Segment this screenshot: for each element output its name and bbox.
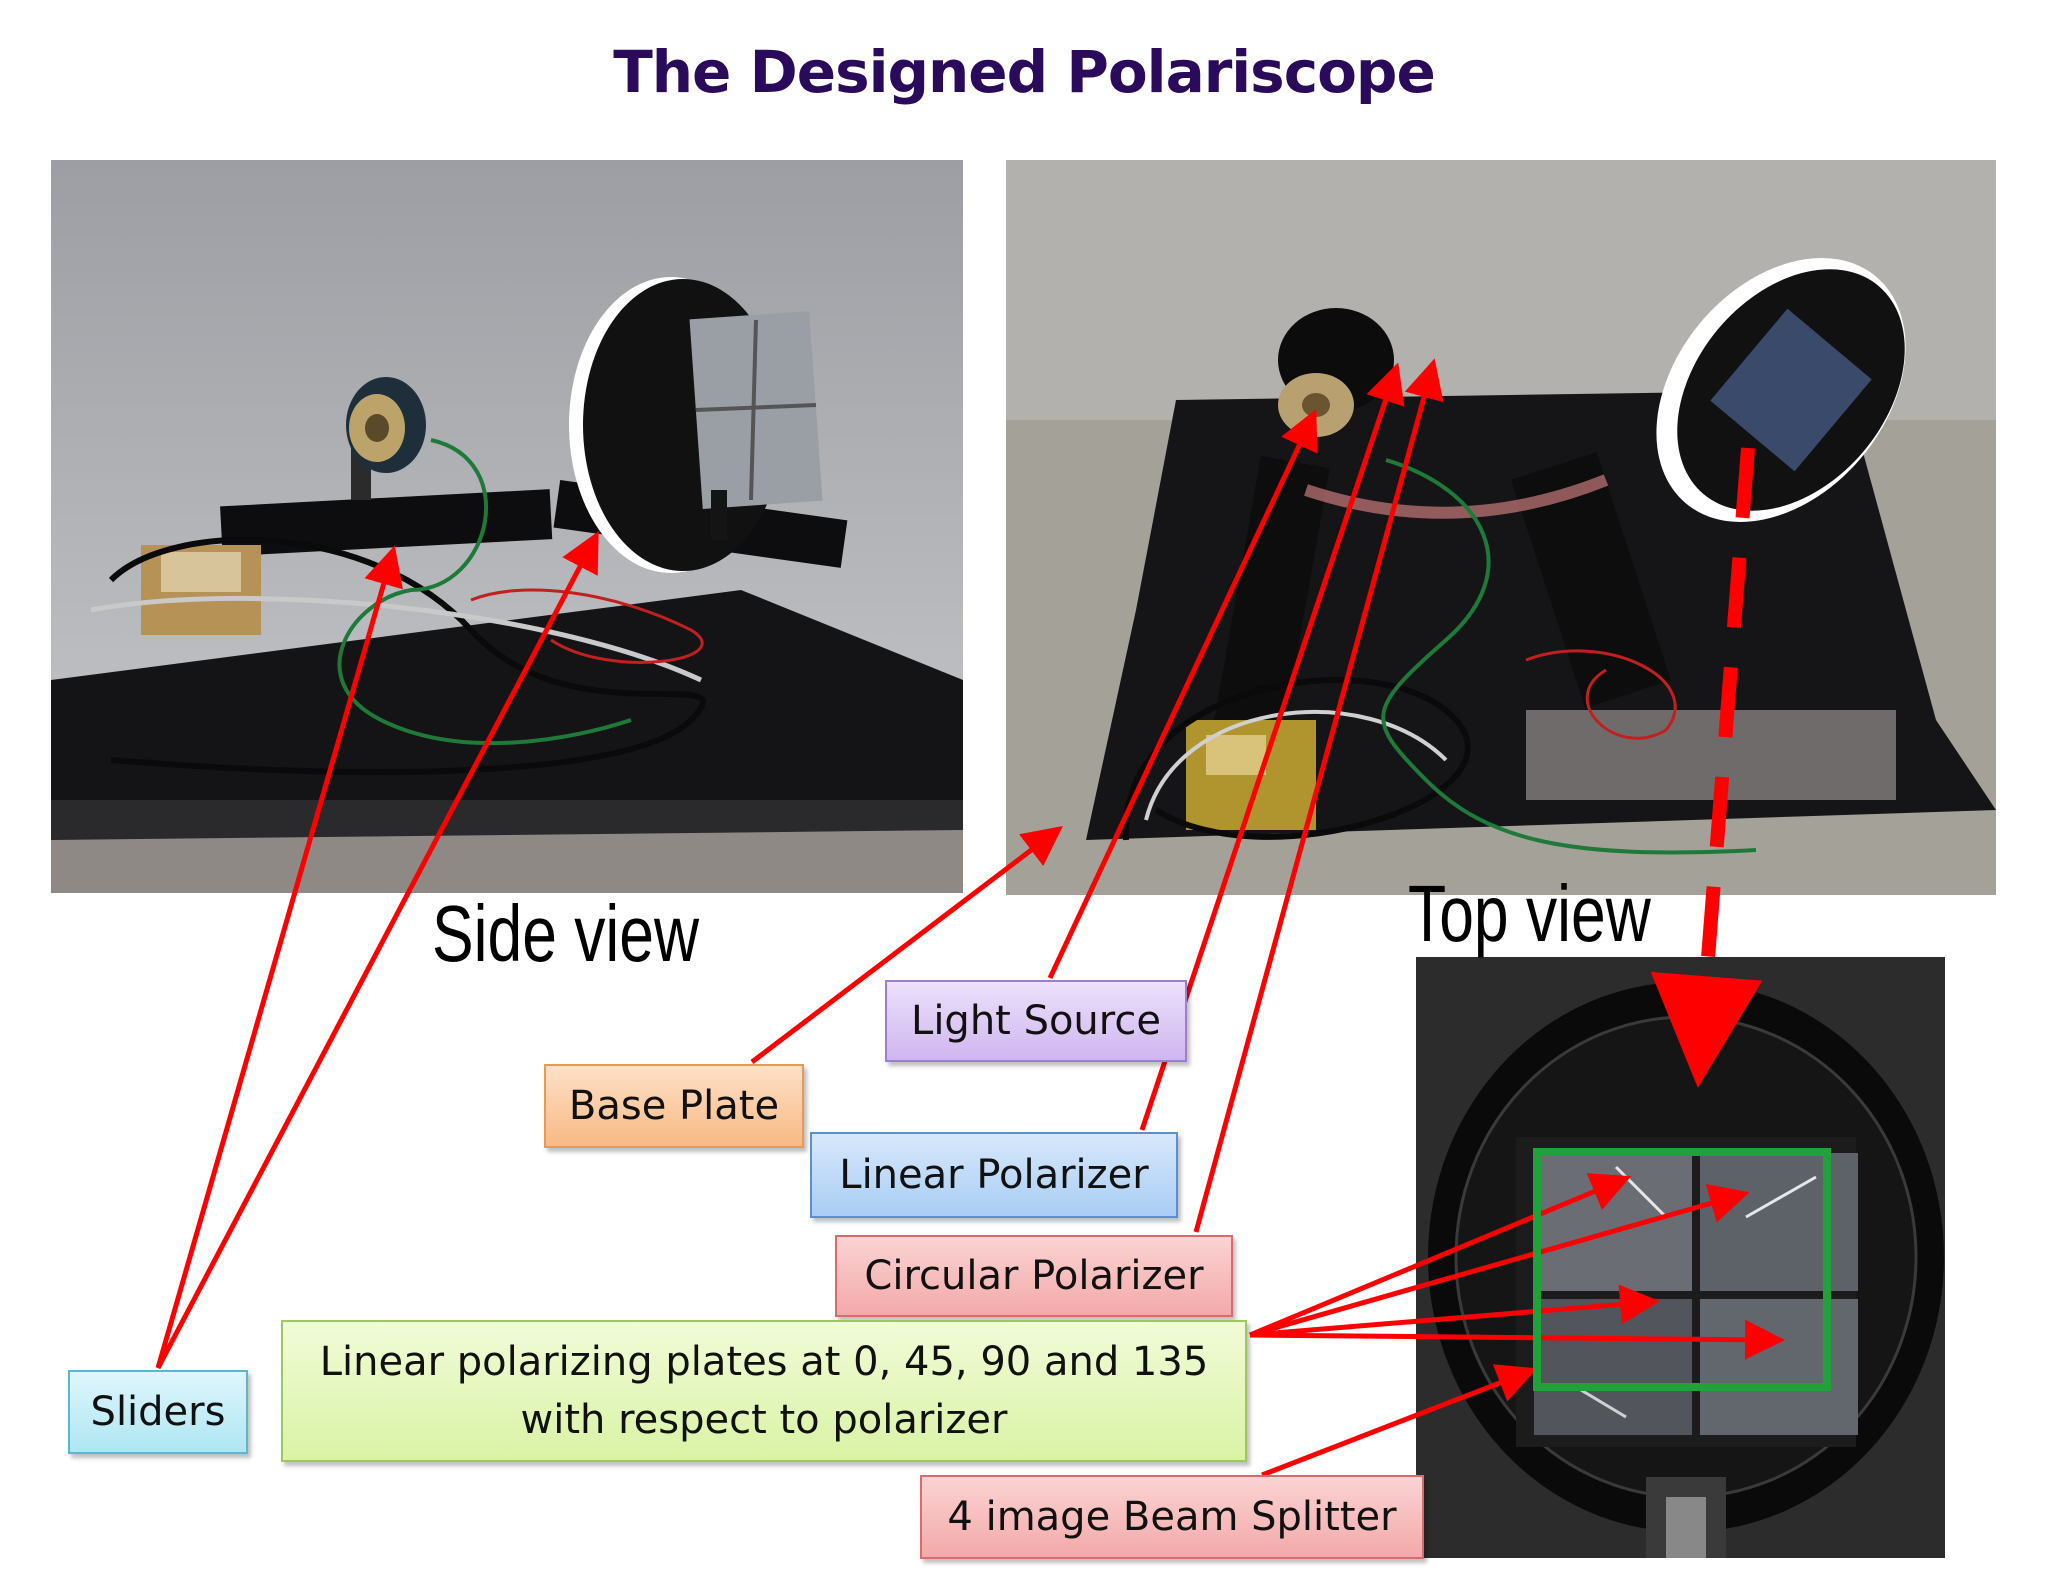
sliders-label: Sliders	[90, 1389, 226, 1435]
beam-splitter-label: 4 image Beam Splitter	[947, 1494, 1397, 1540]
linear-polarizer-callout: Linear Polarizer	[810, 1132, 1178, 1218]
beam-splitter-photo	[1416, 957, 1945, 1558]
side-view-photo	[51, 160, 963, 893]
light-source-label: Light Source	[911, 998, 1161, 1044]
light-source-callout: Light Source	[885, 980, 1187, 1062]
linear-polarizer-label: Linear Polarizer	[839, 1152, 1149, 1198]
beam-splitter-callout: 4 image Beam Splitter	[920, 1475, 1424, 1559]
plates-label-line-2: with respect to polarizer	[520, 1397, 1008, 1443]
sliders-callout: Sliders	[68, 1370, 248, 1454]
circular-polarizer-callout: Circular Polarizer	[835, 1235, 1233, 1317]
top-view-label: Top view	[1408, 869, 1651, 958]
circular-polarizer-label: Circular Polarizer	[864, 1253, 1204, 1299]
side-view-label: Side view	[432, 889, 700, 978]
plates-label-line-1: Linear polarizing plates at 0, 45, 90 an…	[319, 1339, 1209, 1385]
base-plate-callout: Base Plate	[544, 1064, 804, 1148]
top-view-photo	[1006, 160, 1996, 895]
polarizing-plates-callout: Linear polarizing plates at 0, 45, 90 an…	[281, 1320, 1247, 1462]
base-plate-label: Base Plate	[568, 1083, 780, 1129]
page-title: The Designed Polariscope	[613, 38, 1436, 106]
